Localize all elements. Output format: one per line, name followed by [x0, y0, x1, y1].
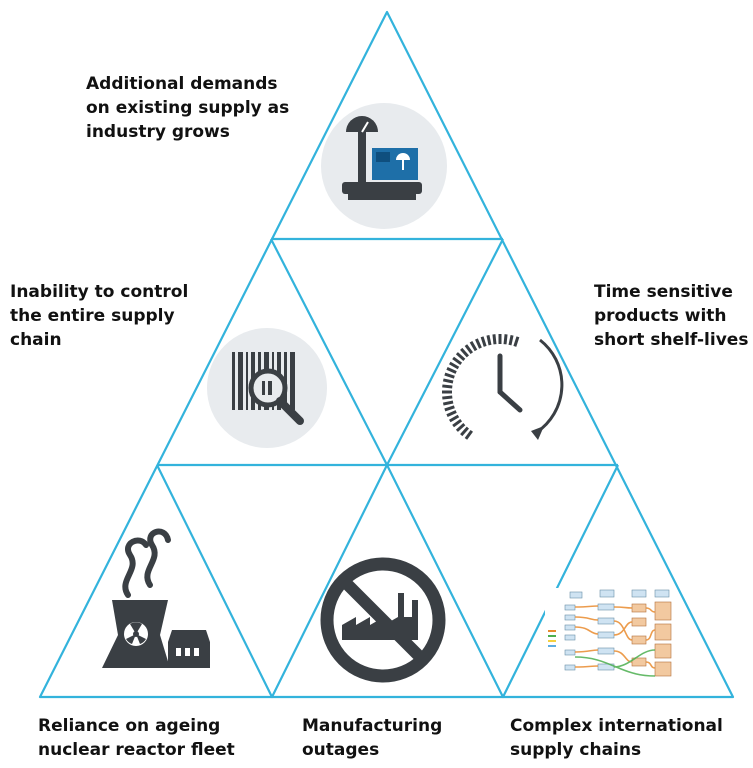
clock-tick — [449, 414, 460, 423]
clock-tick — [449, 361, 460, 370]
clock-tick — [442, 384, 453, 389]
label-line: on existing supply as — [86, 98, 290, 118]
clock-icon — [442, 334, 564, 440]
label-line: outages — [302, 740, 380, 760]
label-line: chain — [10, 330, 62, 350]
divider-line — [156, 463, 619, 699]
clock-tick — [486, 334, 492, 346]
clock-tick — [492, 334, 497, 345]
nuclear-plant-icon — [102, 528, 210, 668]
clock-tick — [444, 372, 455, 379]
clock-tick — [469, 341, 478, 352]
clock-tick — [442, 400, 454, 406]
label-top: Additional demands on existing supply as… — [86, 72, 289, 144]
no-factory-icon — [320, 557, 446, 683]
label-middle-left: Inability to control the entire supply c… — [10, 280, 188, 352]
clock-tick — [475, 338, 482, 349]
label-line: supply chains — [510, 740, 642, 760]
label-middle-right: Time sensitive products with short shelf… — [594, 280, 748, 352]
label-line: Time sensitive — [594, 282, 733, 302]
clock-tick — [452, 356, 463, 365]
label-line: the entire supply — [10, 306, 175, 326]
label-line: industry grows — [86, 122, 230, 142]
clock-tick — [503, 334, 508, 345]
supply-chain-map-icon — [545, 588, 675, 682]
clock-tick — [442, 395, 453, 400]
label-line: Reliance on ageing — [38, 716, 221, 736]
weighing-scale-icon — [321, 103, 447, 229]
clock-tick — [455, 352, 466, 361]
map-legend — [548, 630, 556, 647]
clock-tick — [464, 344, 473, 355]
clock-tick — [480, 336, 487, 347]
label-line: Manufacturing — [302, 716, 443, 736]
label-bottom-right: Complex international supply chains — [510, 714, 723, 762]
clock-tick — [446, 410, 457, 417]
clock-tick — [444, 405, 455, 412]
label-line: Complex international — [510, 716, 723, 736]
clock-tick — [508, 334, 514, 346]
label-line: short shelf-lives — [594, 330, 749, 350]
clock-tick — [513, 336, 520, 347]
label-line: Inability to control — [10, 282, 189, 302]
barcode-magnifier-icon — [207, 328, 327, 448]
clock-tick — [442, 378, 454, 384]
clock-tick — [455, 423, 466, 432]
outer-triangle — [38, 10, 735, 699]
clock-tick — [446, 367, 457, 374]
clock-tick — [452, 419, 463, 428]
label-line: products with — [594, 306, 727, 326]
clock-tick — [460, 426, 469, 437]
label-line: nuclear reactor fleet — [38, 740, 235, 760]
clock-tick — [460, 347, 469, 358]
triangle-outlines — [38, 10, 735, 699]
clock-tick — [464, 429, 473, 440]
label-bottom-left: Reliance on ageing nuclear reactor fleet — [38, 714, 235, 762]
label-bottom-center: Manufacturing outages — [302, 714, 442, 762]
label-line: Additional demands — [86, 74, 278, 94]
